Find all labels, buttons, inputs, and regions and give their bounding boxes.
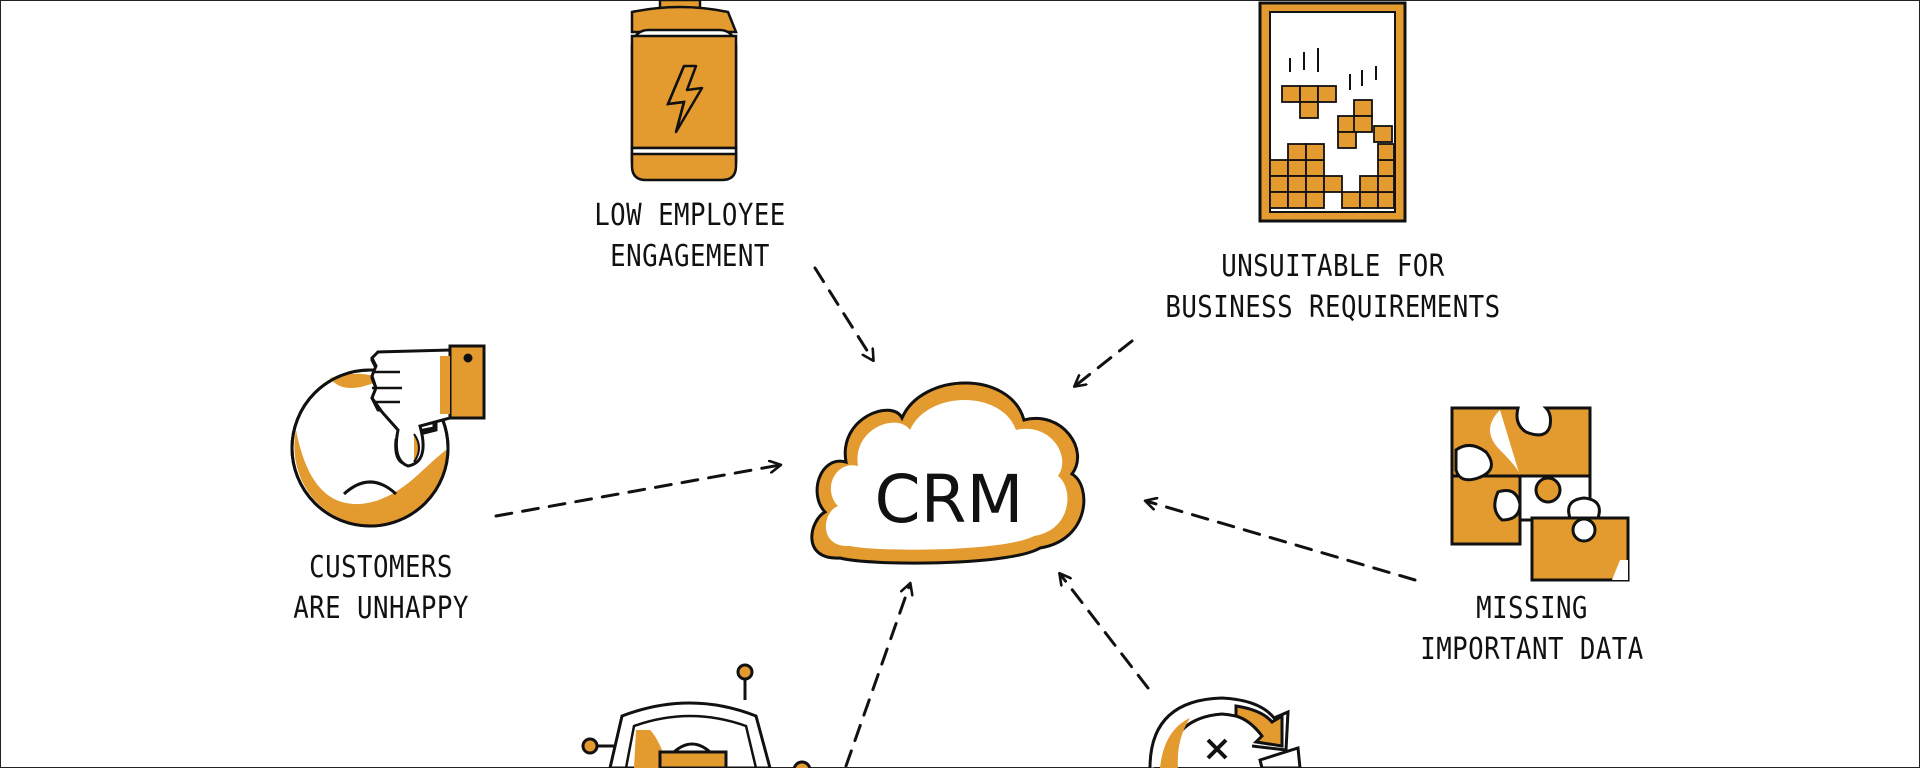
label-line: IMPORTANT DATA — [1420, 632, 1644, 667]
crm-cloud-icon: CRM — [810, 381, 1086, 565]
label-line: LOW EMPLOYEE — [594, 198, 786, 233]
arrow-low-engagement — [813, 266, 873, 360]
puzzle-pieces-icon — [1450, 406, 1630, 582]
arrow-failure — [1060, 574, 1150, 690]
sad-face-thumbs-down-icon — [290, 344, 486, 528]
label-missing-important-data: MISSING IMPORTANT DATA — [1413, 588, 1650, 670]
label-unsuitable-for-business: UNSUITABLE FOR BUSINESS REQUIREMENTS — [1150, 246, 1516, 328]
arrow-customers — [494, 465, 780, 518]
shield-lock-icon — [581, 663, 812, 768]
tetris-board-icon — [1258, 1, 1407, 223]
arrow-missing-data — [1146, 501, 1417, 582]
label-line: CUSTOMERS — [309, 550, 453, 585]
label-low-employee-engagement: LOW EMPLOYEE ENGAGEMENT — [576, 195, 805, 277]
arrow-unsuitable — [1075, 339, 1134, 386]
label-customers-unhappy: CUSTOMERS ARE UNHAPPY — [286, 547, 477, 629]
label-line: UNSUITABLE FOR — [1221, 249, 1445, 284]
crm-text: CRM — [875, 461, 1024, 538]
label-line: MISSING — [1476, 591, 1588, 626]
label-line: BUSINESS REQUIREMENTS — [1165, 290, 1501, 325]
arrow-security — [844, 584, 910, 768]
energy-drink-icon — [630, 0, 738, 182]
label-line: ARE UNHAPPY — [293, 591, 469, 626]
refresh-cross-icon — [1148, 696, 1302, 768]
label-line: ENGAGEMENT — [610, 239, 770, 274]
